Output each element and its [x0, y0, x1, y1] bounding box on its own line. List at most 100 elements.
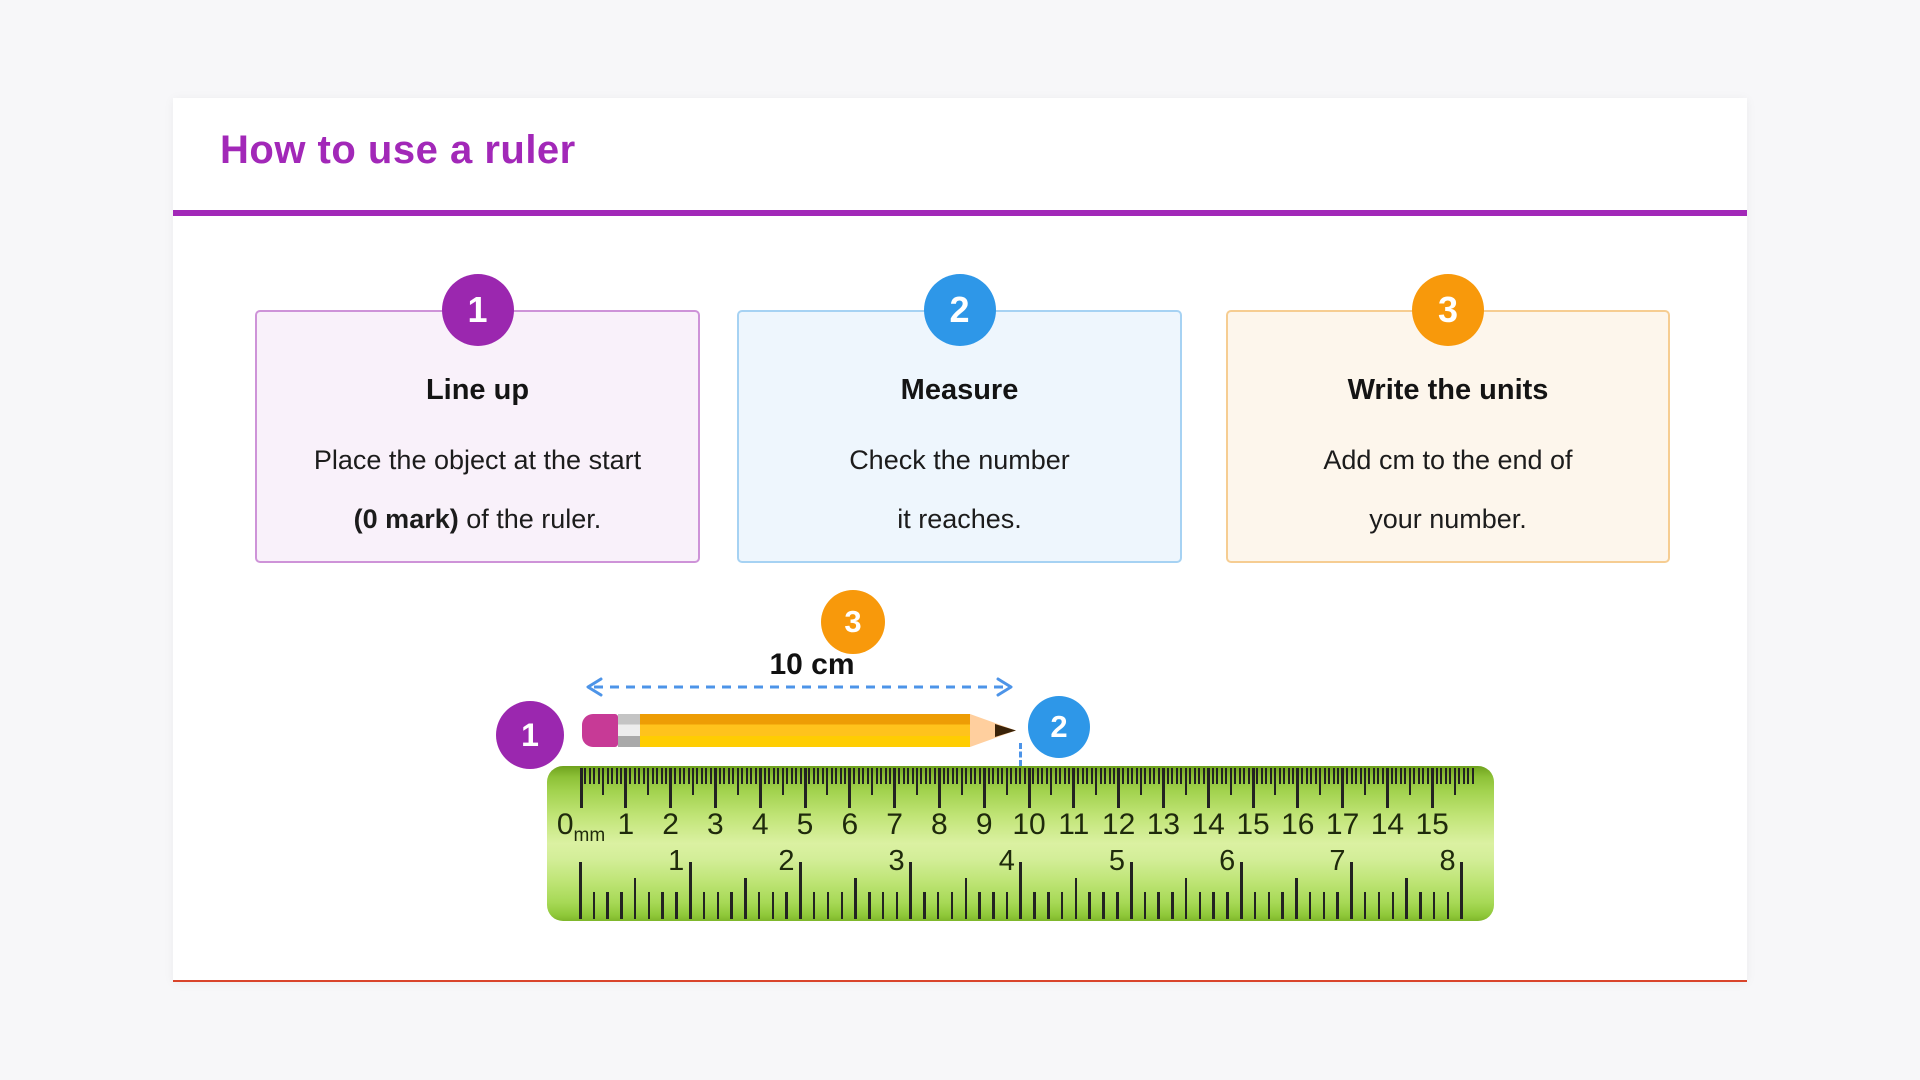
ruler-mm-tick [808, 768, 811, 784]
ruler-mm-tick [812, 768, 815, 784]
ruler-mm-tick [1175, 768, 1178, 784]
ruler-mm-tick [727, 768, 730, 784]
ruler-mm-tick [1117, 768, 1121, 808]
ruler-mm-tick [1161, 768, 1165, 808]
ruler-cm-number: 4 [751, 808, 769, 841]
ruler-mm-tick [1310, 768, 1313, 784]
step-2-badge: 2 [923, 274, 996, 346]
ruler-inch-tick [1116, 892, 1119, 919]
ruler-inch-tick [1322, 892, 1326, 919]
ruler-mm-tick [638, 768, 641, 784]
ruler-mm-tick [692, 768, 694, 795]
ruler-mm-tick [1341, 768, 1345, 808]
ruler-mm-tick [1180, 768, 1183, 784]
ruler-mm-tick [1166, 768, 1169, 784]
ruler-mm-tick [1220, 768, 1223, 784]
ruler-mm-tick [1337, 768, 1340, 784]
ruler-mm-tick [1417, 768, 1420, 784]
ruler-inch-tick [1088, 892, 1091, 919]
ruler-mm-tick [1413, 768, 1416, 784]
ruler-mm-tick [992, 768, 995, 784]
ruler-mm-tick [1422, 768, 1425, 784]
ruler-mm-tick [732, 768, 735, 784]
ruler-mm-tick [996, 768, 999, 784]
page-title: How to use a ruler [220, 128, 576, 172]
measurement-arrow [586, 677, 1013, 697]
ruler-inch-tick [661, 892, 664, 919]
ruler-mm-tick [795, 768, 798, 784]
ruler-mm-tick [853, 768, 856, 784]
ruler-mm-tick [1350, 768, 1353, 784]
ruler-mm-tick [696, 768, 699, 784]
step-3-text-line1: Add cm to the end of [1323, 445, 1573, 475]
ruler-mm-tick [1068, 768, 1071, 784]
ruler-mm-tick [1113, 768, 1116, 784]
ruler-mm-tick [768, 768, 771, 784]
ruler-inch-tick [730, 892, 733, 919]
ruler-mm-tick [620, 768, 623, 784]
ruler-mm-tick [584, 768, 587, 784]
end-step-badge: 2 [1028, 696, 1090, 758]
ruler-mm-tick [978, 768, 981, 784]
arrowhead-left-icon [586, 677, 603, 697]
ruler-cm-number: 15 [1415, 808, 1449, 841]
ruler-mm-tick [1229, 768, 1232, 795]
step-3-text-line2: your number. [1369, 504, 1527, 534]
ruler-mm-tick [1453, 768, 1456, 795]
ruler-mm-tick [1323, 768, 1326, 784]
ruler-mm-tick [1095, 768, 1098, 795]
ruler-mm-tick [709, 768, 712, 784]
ruler-inch-tick [757, 892, 761, 919]
ruler-mm-tick [1265, 768, 1268, 784]
ruler-mm-tick [1364, 768, 1366, 795]
ruler-inch-tick [716, 892, 720, 919]
ruler-mm-tick [665, 768, 668, 784]
ruler-mm-tick [924, 768, 927, 784]
ruler-inch-tick [1019, 862, 1023, 919]
ruler-mm-tick [593, 768, 596, 784]
ruler-mm-tick [1251, 768, 1255, 808]
step-2-heading: Measure [900, 374, 1019, 406]
ruler-mm-tick [1140, 768, 1142, 795]
ruler-mm-tick [1225, 768, 1228, 784]
ruler-mm-tick [907, 768, 910, 784]
ruler-inch-number: 3 [888, 845, 905, 877]
ruler-mm-tick [1122, 768, 1125, 784]
step-2-text-line1: Check the number [849, 445, 1070, 475]
ruler-mm-tick [1019, 768, 1022, 784]
ruler-inch-tick [868, 892, 871, 919]
ruler-mm-tick [1184, 768, 1187, 795]
ruler-mm-tick [1377, 768, 1380, 784]
ruler-mm-tick [1126, 768, 1129, 784]
step-card-measure: 2 Measure Check the number it reaches. [737, 274, 1182, 563]
ruler-inch-tick [1129, 862, 1133, 919]
ruler-mm-tick [1234, 768, 1237, 784]
ruler-mm-tick [1005, 768, 1008, 795]
ruler-inch-tick [881, 892, 885, 919]
step-3-number: 3 [1437, 289, 1459, 330]
ruler-mm-tick [1314, 768, 1317, 784]
ruler-mm-tick [718, 768, 721, 784]
ruler-mm-tick [857, 768, 860, 784]
ruler-inch-number: 6 [1219, 845, 1236, 877]
ruler-inch-tick [675, 892, 678, 919]
ruler-mm-tick [651, 768, 654, 784]
end-step-number: 2 [1050, 709, 1068, 744]
ruler-mm-tick [1171, 768, 1174, 784]
ruler-mm-tick [786, 768, 789, 784]
ruler-mm-tick [830, 768, 833, 784]
ruler-mm-tick [965, 768, 968, 784]
ruler-mm-tick [1104, 768, 1107, 784]
ruler-cm-number: 0mm [556, 808, 606, 846]
step-1-text-rest: of the ruler. [458, 504, 602, 534]
ruler-mm-tick [602, 768, 605, 795]
ruler-inch-tick [1033, 892, 1036, 919]
ruler-mm-tick [1359, 768, 1362, 784]
ruler-inch-tick [1377, 892, 1381, 919]
ruler-mm-tick [911, 768, 914, 784]
ruler-mm-tick [1041, 768, 1044, 784]
ruler-mm-tick [1346, 768, 1349, 784]
ruler-inch-tick [785, 892, 788, 919]
ruler-inch-tick [923, 892, 926, 919]
